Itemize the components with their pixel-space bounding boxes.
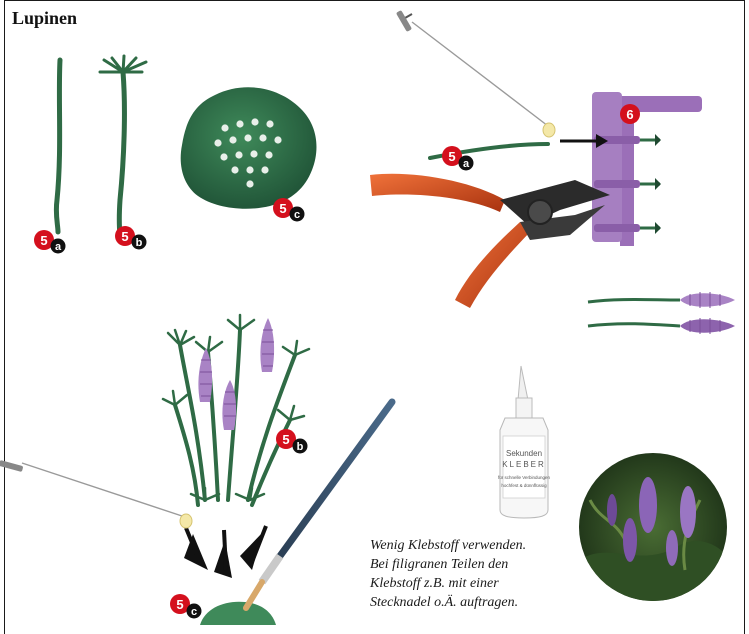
lupin-photo bbox=[579, 453, 730, 610]
svg-text:b: b bbox=[136, 237, 143, 249]
stem-5b-illustration bbox=[100, 56, 146, 235]
svg-text:c: c bbox=[191, 606, 197, 618]
lupin-assembly-illustration bbox=[163, 315, 309, 625]
badge-5b-bottom: 5 b bbox=[276, 429, 308, 454]
svg-text:5: 5 bbox=[448, 149, 455, 164]
bottle-label-small2: hochfest & dünnflüssig bbox=[501, 483, 547, 488]
bottle-label-line1: Sekunden bbox=[506, 449, 542, 458]
sprue-frame bbox=[592, 92, 702, 246]
stem-5a-illustration bbox=[56, 60, 60, 232]
svg-text:a: a bbox=[55, 241, 62, 253]
badge-6: 6 bbox=[620, 104, 640, 124]
svg-text:b: b bbox=[297, 441, 304, 453]
pin-bottom-illustration bbox=[0, 460, 192, 528]
svg-text:5: 5 bbox=[121, 229, 128, 244]
badge-5b-top: 5 b bbox=[115, 226, 147, 250]
caption-line-2: Bei filigranen Teilen den bbox=[370, 555, 526, 574]
leaf-disk-5c bbox=[181, 87, 317, 209]
pin-top-illustration bbox=[396, 10, 555, 137]
svg-text:5: 5 bbox=[279, 201, 286, 216]
caption-line-3: Klebstoff z.B. mit einer bbox=[370, 574, 526, 593]
bottle-label-small1: für schnelle Verbindungen bbox=[498, 475, 551, 480]
badge-5a-top: 5 a bbox=[34, 230, 66, 254]
glue-bottle-illustration: Sekunden KLEBER für schnelle Verbindunge… bbox=[498, 366, 551, 518]
bottle-label-line2: KLEBER bbox=[502, 460, 546, 469]
svg-text:5: 5 bbox=[40, 233, 47, 248]
svg-text:5: 5 bbox=[282, 432, 289, 447]
svg-text:5: 5 bbox=[176, 597, 183, 612]
svg-text:6: 6 bbox=[626, 107, 633, 122]
caption-line-4: Stecknadel o.Ä. auftragen. bbox=[370, 593, 526, 612]
badge-5c-bottom: 5 c bbox=[170, 594, 202, 619]
caption-line-1: Wenig Klebstoff verwenden. bbox=[370, 536, 526, 555]
badge-5c-top: 5 c bbox=[273, 198, 305, 222]
svg-text:c: c bbox=[294, 209, 300, 221]
finished-lupin-stems bbox=[588, 292, 735, 334]
glue-instruction-caption: Wenig Klebstoff verwenden. Bei filigrane… bbox=[370, 536, 526, 612]
svg-text:a: a bbox=[463, 158, 470, 170]
side-cutter-illustration bbox=[370, 174, 610, 308]
